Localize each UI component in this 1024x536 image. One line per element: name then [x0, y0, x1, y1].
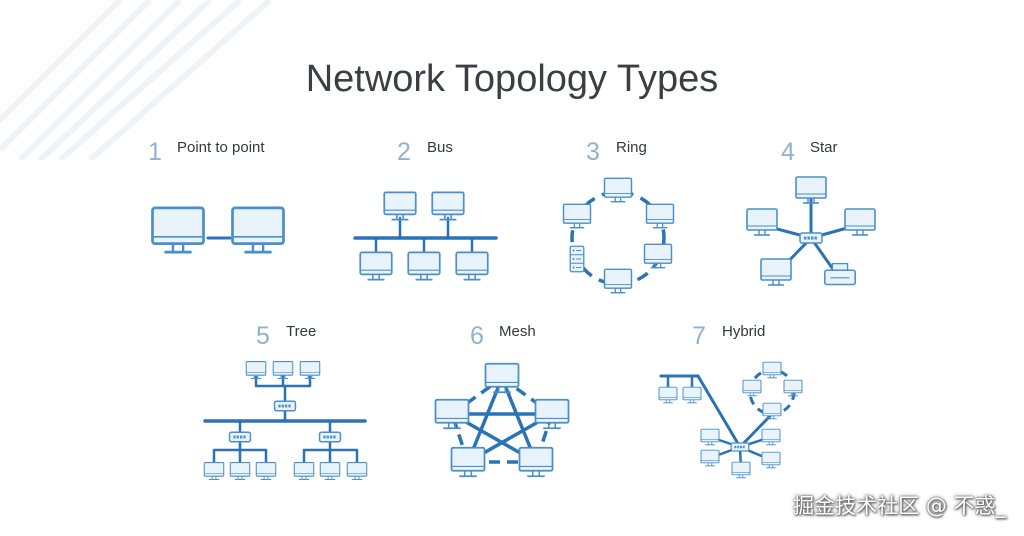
monitor-icon: [229, 462, 251, 480]
monitor-icon: [562, 203, 592, 229]
connection-line: [696, 374, 742, 449]
monitor-icon: [203, 462, 225, 480]
ring-link: [570, 190, 666, 286]
panel-number: 1: [148, 138, 162, 166]
panel-label: Point to point: [177, 139, 265, 156]
panel-label: Bus: [427, 139, 453, 156]
monitor-icon: [746, 208, 778, 236]
monitor-icon: [844, 208, 876, 236]
panel-label: Ring: [616, 139, 647, 156]
connection-line: [738, 412, 774, 449]
monitor-icon: [319, 462, 341, 480]
monitor-icon: [231, 206, 285, 254]
panel-number: 3: [586, 138, 600, 166]
monitor-icon: [603, 268, 633, 294]
watermark: 掘金技术社区 @ 不惑_: [793, 494, 1006, 518]
switch-icon: [318, 431, 342, 443]
panel-number: 4: [781, 138, 795, 166]
monitor-icon: [255, 462, 277, 480]
monitor-icon: [245, 361, 267, 379]
monitor-icon: [700, 428, 720, 446]
switch-icon: [228, 431, 252, 443]
panel-number: 2: [397, 138, 411, 166]
monitor-icon: [682, 386, 702, 404]
panel-label: Star: [810, 139, 838, 156]
panel-number: 5: [256, 322, 270, 350]
panel-number: 7: [692, 322, 706, 350]
panel-label: Tree: [286, 323, 317, 340]
corner-stripes-decoration: [0, 0, 272, 160]
monitor-icon: [645, 203, 675, 229]
monitor-icon: [434, 398, 470, 430]
switch-icon: [799, 232, 823, 244]
monitor-icon: [151, 206, 205, 254]
panel-label: Hybrid: [722, 323, 766, 340]
monitor-icon: [603, 177, 633, 203]
monitor-icon: [383, 191, 417, 221]
panel-number: 6: [470, 322, 484, 350]
printer-icon: [824, 262, 856, 286]
switch-icon: [273, 400, 297, 412]
monitor-icon: [742, 379, 762, 397]
monitor-icon: [761, 428, 781, 446]
monitor-icon: [700, 449, 720, 467]
monitor-icon: [761, 451, 781, 469]
monitor-icon: [293, 462, 315, 480]
monitor-icon: [407, 251, 441, 281]
server-icon: [569, 245, 585, 273]
page-title: Network Topology Types: [305, 58, 719, 100]
panel-label: Mesh: [499, 323, 536, 340]
monitor-icon: [762, 361, 782, 379]
monitor-icon: [762, 402, 782, 420]
monitor-icon: [658, 386, 678, 404]
switch-icon: [730, 442, 750, 452]
monitor-icon: [731, 461, 751, 479]
monitor-icon: [760, 258, 792, 286]
monitor-icon: [455, 251, 489, 281]
monitor-icon: [346, 462, 368, 480]
monitor-icon: [359, 251, 393, 281]
monitor-icon: [450, 446, 486, 478]
monitor-icon: [431, 191, 465, 221]
monitor-icon: [534, 398, 570, 430]
monitor-icon: [299, 361, 321, 379]
monitor-icon: [518, 446, 554, 478]
monitor-icon: [643, 243, 673, 269]
